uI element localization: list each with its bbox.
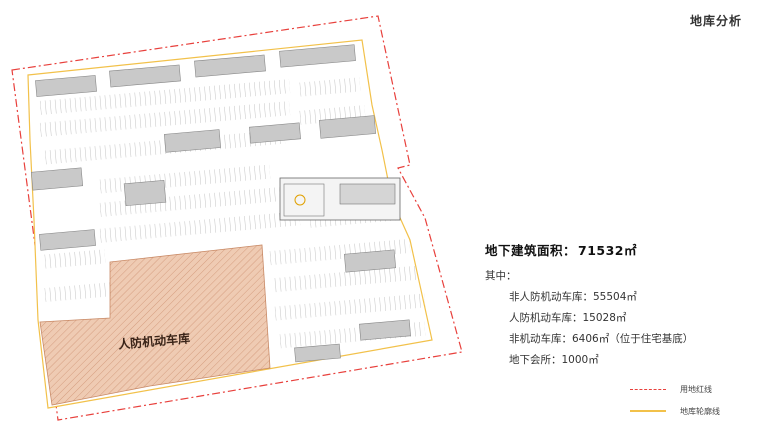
page-title: 地库分析: [689, 14, 742, 28]
area-item-non-civil-garage: 非人防机动车库：55504㎡: [509, 291, 637, 303]
total-area: 地下建筑面积：71532㎡: [485, 240, 755, 259]
civil-defense-label: 人防机动车库: [118, 330, 191, 351]
total-area-value: 71532㎡: [578, 243, 638, 258]
area-stats: 地下建筑面积：71532㎡ 其中： 非人防机动车库：55504㎡ 人防机动车库：…: [485, 240, 755, 373]
parking-stall-rows: [39, 77, 426, 349]
civil-defense-zone-hatch: [40, 245, 270, 405]
area-breakdown-list: 非人防机动车库：55504㎡ 人防机动车库：15028㎡ 非机动车库：6406㎡…: [509, 289, 755, 367]
area-item-bicycle-garage: 非机动车库：6406㎡（位于住宅基底）: [509, 333, 694, 345]
residential-buildings: [30, 44, 411, 363]
area-item-clubhouse: 地下会所：1000㎡: [509, 354, 599, 366]
legend-item-site-boundary: 用地红线: [630, 378, 750, 400]
legend: 用地红线 地库轮廓线: [630, 378, 750, 422]
sub-heading: 其中：: [485, 270, 517, 282]
underground-clubhouse: [279, 177, 401, 221]
legend-swatch-yellow-line: [630, 410, 666, 412]
legend-label: 用地红线: [680, 384, 712, 394]
basement-plan: 人防机动车库: [11, 15, 463, 421]
area-item-civil-garage: 人防机动车库：15028㎡: [509, 312, 627, 324]
total-area-label: 地下建筑面积：: [485, 243, 577, 258]
legend-label: 地库轮廓线: [680, 406, 720, 416]
legend-item-basement-outline: 地库轮廓线: [630, 400, 750, 422]
site-boundary-line: [11, 15, 463, 421]
legend-swatch-red-line: [630, 388, 666, 390]
